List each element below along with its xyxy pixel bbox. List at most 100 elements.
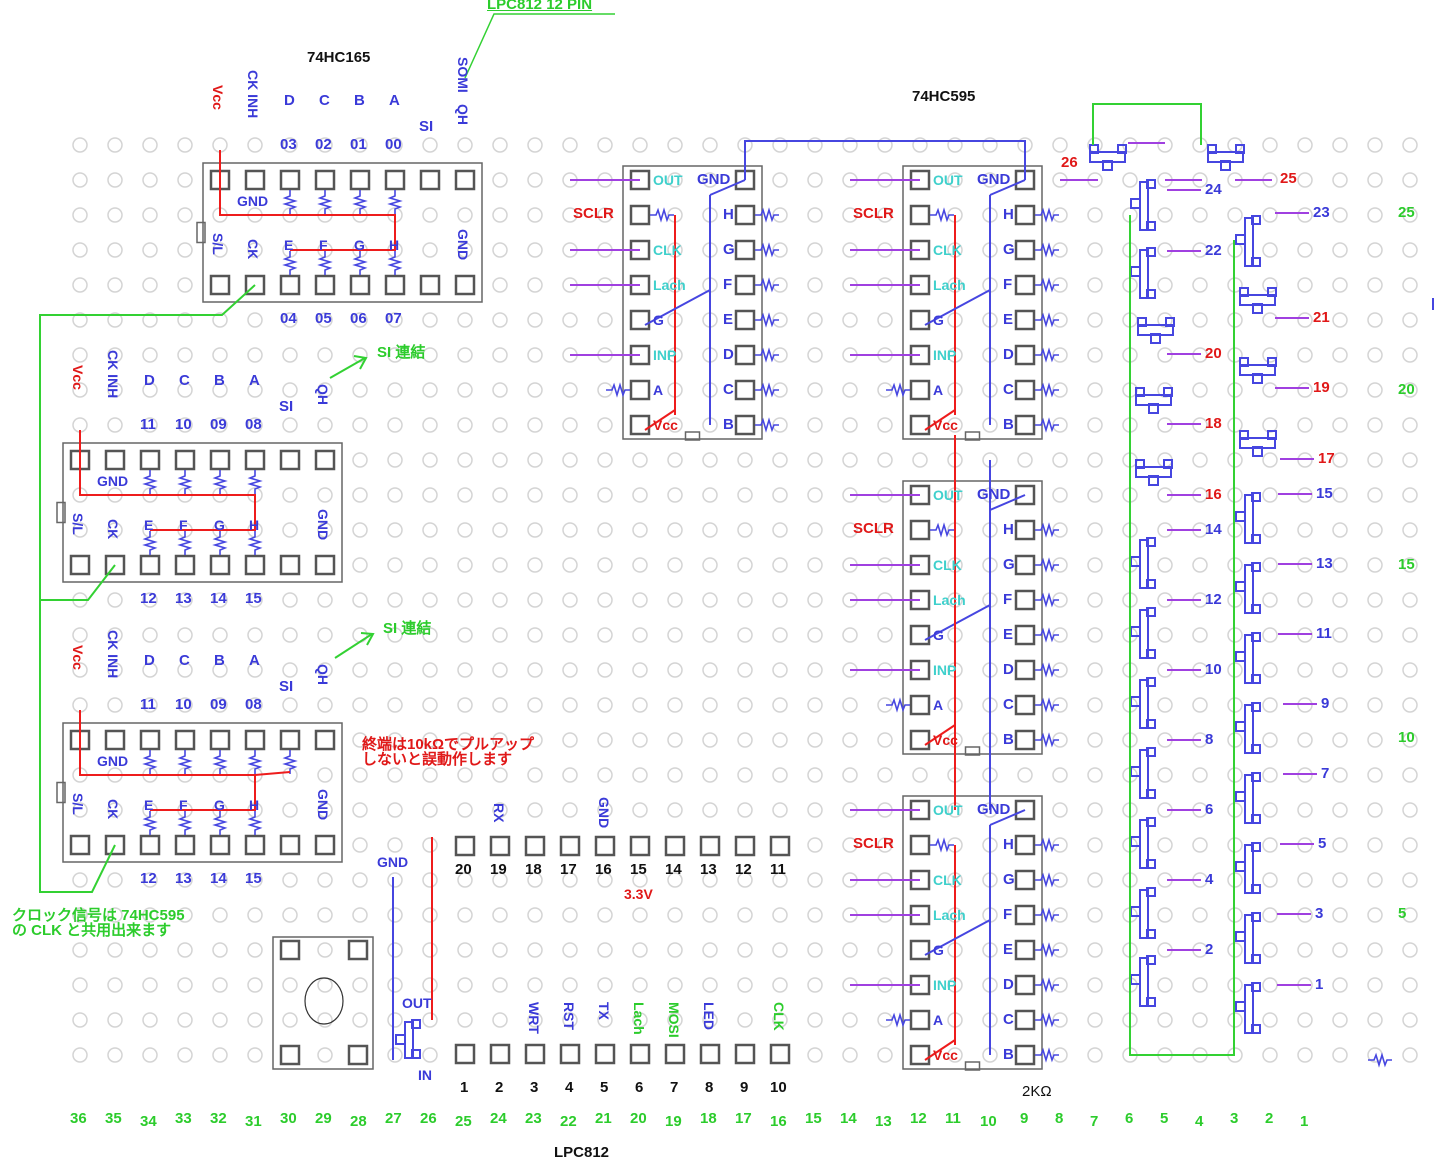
- board-hole: [1402, 417, 1418, 433]
- column-number: 15: [805, 1110, 822, 1127]
- board-hole: [1087, 1047, 1103, 1063]
- hc595-left-pin-label: INP: [653, 347, 677, 363]
- board-hole: [282, 487, 298, 503]
- board-hole: [737, 977, 753, 993]
- board-hole: [177, 907, 193, 923]
- board-hole: [1332, 1012, 1348, 1028]
- hc595-right-pin-label: C: [1003, 696, 1014, 713]
- board-hole: [737, 1012, 753, 1028]
- lpc812-top-pad: [594, 835, 616, 857]
- board-hole: [1367, 487, 1383, 503]
- board-hole: [212, 977, 228, 993]
- board-hole: [562, 207, 578, 223]
- hc595-left-pad: [629, 204, 651, 226]
- hc595-right-pin-label: D: [1003, 346, 1014, 363]
- board-hole: [317, 662, 333, 678]
- board-hole: [457, 1012, 473, 1028]
- board-hole: [1087, 592, 1103, 608]
- board-hole: [72, 172, 88, 188]
- sclr-label: SCLR: [853, 520, 894, 537]
- hc165-bottom-pad: [314, 834, 336, 856]
- board-hole: [772, 1012, 788, 1028]
- board-hole: [1227, 207, 1243, 223]
- board-hole: [177, 382, 193, 398]
- board-hole: [282, 1012, 298, 1028]
- lpc812-function-label: WRT: [526, 1002, 542, 1034]
- board-hole: [702, 697, 718, 713]
- board-hole: [72, 242, 88, 258]
- board-hole: [1262, 382, 1278, 398]
- board-hole: [527, 627, 543, 643]
- board-hole: [107, 277, 123, 293]
- column-number: 34: [140, 1113, 157, 1130]
- board-hole: [492, 662, 508, 678]
- board-hole: [1087, 522, 1103, 538]
- board-hole: [1087, 872, 1103, 888]
- board-hole: [492, 487, 508, 503]
- led-number: 14: [1205, 521, 1222, 538]
- board-hole: [492, 277, 508, 293]
- board-hole: [387, 942, 403, 958]
- led-number: 5: [1318, 835, 1327, 852]
- board-hole: [422, 907, 438, 923]
- led-pin: [1235, 581, 1246, 592]
- board-hole: [387, 137, 403, 153]
- hc165-top-pad: [174, 449, 196, 471]
- board-hole: [1402, 732, 1418, 748]
- board-hole: [492, 242, 508, 258]
- board-hole: [1402, 382, 1418, 398]
- led-number: 6: [1205, 801, 1214, 818]
- led-pin: [1146, 887, 1156, 897]
- hc595-left-pin-label: G: [933, 312, 944, 328]
- board-hole: [317, 1047, 333, 1063]
- board-hole: [597, 907, 613, 923]
- ck-label: CK: [245, 239, 261, 260]
- board-hole: [107, 172, 123, 188]
- bit-number-bottom: 05: [315, 310, 332, 327]
- gnd-label: GND: [455, 229, 471, 261]
- board-hole: [1367, 1012, 1383, 1028]
- lpc812-function-label: TX: [596, 1002, 612, 1020]
- hc595-right-pin-label: G: [723, 241, 735, 258]
- board-hole: [422, 942, 438, 958]
- board-hole: [387, 732, 403, 748]
- board-hole: [807, 382, 823, 398]
- board-hole: [842, 627, 858, 643]
- sclr-label: SCLR: [573, 205, 614, 222]
- board-hole: [177, 662, 193, 678]
- tact-switch-pad: [279, 939, 301, 961]
- board-hole: [562, 802, 578, 818]
- bit-number-top: 00: [385, 136, 402, 153]
- resistor-icon: [1035, 242, 1059, 258]
- board-hole: [527, 487, 543, 503]
- board-hole: [1087, 207, 1103, 223]
- lpc812-pin-number: 16: [595, 861, 612, 878]
- board-hole: [527, 452, 543, 468]
- board-hole: [492, 697, 508, 713]
- board-hole: [1262, 1012, 1278, 1028]
- board-hole: [1052, 627, 1068, 643]
- gnd-trace: [989, 179, 1026, 196]
- hc595-right-pin-label: GND: [977, 171, 1011, 188]
- hc595-left-pin-label: CLK: [933, 242, 962, 258]
- board-hole: [317, 382, 333, 398]
- board-hole: [352, 767, 368, 783]
- hc595-left-pin-label: OUT: [933, 802, 963, 818]
- board-hole: [282, 697, 298, 713]
- led-pin: [1146, 859, 1156, 869]
- board-hole: [457, 347, 473, 363]
- board-hole: [1367, 977, 1383, 993]
- board-hole: [877, 1047, 893, 1063]
- resistor-icon: [212, 811, 228, 835]
- board-hole: [597, 627, 613, 643]
- board-hole: [212, 872, 228, 888]
- hc595-chip-body: [902, 795, 1043, 1070]
- board-hole: [1297, 382, 1313, 398]
- board-hole: [177, 1047, 193, 1063]
- resistor-icon: [1035, 277, 1059, 293]
- resistor-icon: [1035, 662, 1059, 678]
- board-hole: [1332, 172, 1348, 188]
- hc595-right-pin-label: D: [723, 346, 734, 363]
- inner-input-label: E: [144, 797, 154, 813]
- resistor-icon: [930, 522, 954, 538]
